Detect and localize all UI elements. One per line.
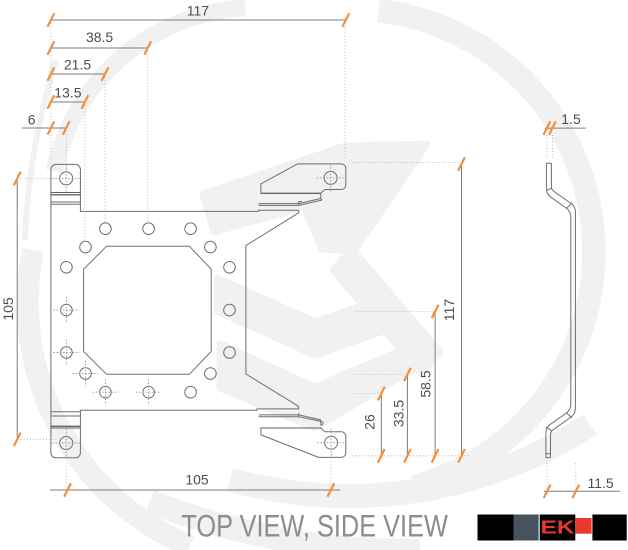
svg-text:58.5: 58.5 [418, 370, 434, 397]
svg-text:38.5: 38.5 [86, 29, 113, 45]
svg-text:21.5: 21.5 [64, 57, 91, 73]
svg-text:TOP VIEW, SIDE VIEW: TOP VIEW, SIDE VIEW [181, 508, 448, 544]
svg-text:105: 105 [0, 297, 16, 321]
svg-text:1.5: 1.5 [561, 111, 581, 127]
svg-text:EK: EK [541, 518, 575, 538]
svg-text:13.5: 13.5 [54, 85, 81, 101]
svg-text:33.5: 33.5 [391, 400, 407, 427]
svg-text:26: 26 [362, 414, 378, 430]
svg-text:11.5: 11.5 [587, 475, 613, 491]
svg-text:117: 117 [441, 299, 457, 322]
svg-text:6: 6 [28, 112, 36, 128]
svg-text:117: 117 [187, 3, 210, 19]
svg-text:105: 105 [185, 472, 209, 488]
